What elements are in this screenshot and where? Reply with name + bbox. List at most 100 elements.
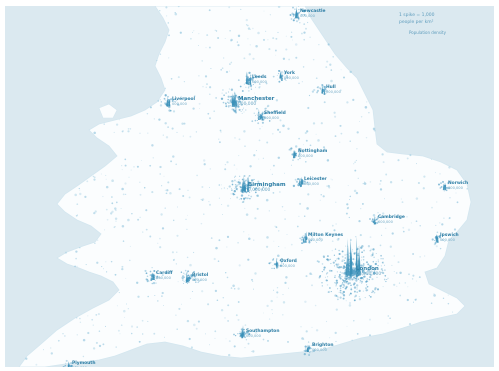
city-cluster-dot: [362, 258, 365, 261]
city-name-label[interactable]: Liverpool: [172, 96, 195, 102]
city-cluster-dot: [385, 280, 387, 283]
population-map[interactable]: Newcastle000,000Leeds000,000York000,000H…: [5, 6, 494, 367]
settlement-dot: [215, 246, 218, 250]
settlement-dot: [220, 68, 223, 71]
city-name-label[interactable]: Sheffield: [264, 110, 286, 116]
city-name-label[interactable]: Milton Keynes: [308, 232, 343, 238]
city-name-label[interactable]: Brighton: [312, 342, 334, 348]
settlement-dot: [111, 179, 114, 182]
settlement-dot: [303, 31, 306, 34]
settlement-dot: [359, 282, 361, 283]
settlement-dot: [127, 130, 130, 133]
city-name-label[interactable]: Oxford: [280, 258, 297, 264]
settlement-dot: [183, 80, 186, 83]
settlement-dot: [312, 58, 315, 61]
city-name-label[interactable]: Southampton: [246, 328, 279, 334]
city-cluster-dot: [234, 194, 236, 196]
spike-mark: [232, 94, 234, 105]
city-cluster-dot: [338, 249, 340, 252]
settlement-dot: [131, 213, 133, 215]
city-name-label[interactable]: Hull: [326, 84, 336, 90]
city-cluster-dot: [353, 268, 356, 271]
city-cluster-dot: [335, 294, 338, 297]
city-cluster-dot: [342, 272, 344, 274]
city-cluster-dot: [350, 288, 353, 291]
spike-mark: [301, 178, 304, 185]
city-cluster-dot: [156, 275, 159, 278]
settlement-dot: [155, 282, 157, 285]
city-name-label[interactable]: Birmingham: [248, 182, 286, 188]
city-population-label: 0,000,000: [248, 187, 271, 193]
city-cluster-dot: [434, 242, 437, 244]
city-cluster-dot: [339, 273, 341, 275]
settlement-dot: [340, 132, 343, 135]
spike-mark: [300, 176, 303, 185]
settlement-dot: [393, 283, 396, 286]
city-name-label[interactable]: Leicester: [304, 176, 328, 182]
city-cluster-dot: [311, 236, 313, 238]
settlement-dot: [269, 14, 271, 16]
city-name-label[interactable]: Plymouth: [72, 360, 96, 366]
city-cluster-dot: [354, 271, 356, 273]
city-cluster-dot: [289, 148, 292, 151]
settlement-dot: [221, 203, 223, 205]
city-name-label[interactable]: Cambridge: [378, 214, 405, 220]
city-name-label[interactable]: Norwich: [448, 180, 468, 186]
city-cluster-dot: [242, 201, 245, 203]
settlement-dot: [229, 29, 231, 32]
settlement-dot: [79, 192, 82, 196]
city-cluster-dot: [192, 279, 194, 281]
settlement-dot: [75, 316, 78, 319]
city-population-label: 000,000: [72, 366, 88, 367]
city-name-label[interactable]: Leeds: [252, 74, 267, 80]
settlement-dot: [170, 160, 173, 163]
settlement-dot: [76, 203, 79, 206]
city-name-label[interactable]: London: [356, 266, 379, 272]
city-cluster-dot: [309, 351, 311, 353]
city-cluster-dot: [336, 281, 339, 284]
population-spikes: [67, 6, 447, 367]
settlement-dot: [302, 144, 304, 146]
city-name-label[interactable]: Manchester: [238, 96, 275, 102]
city-cluster-dot: [348, 282, 350, 285]
city-cluster-dot: [253, 179, 255, 181]
city-name-label[interactable]: Cardiff: [156, 270, 173, 276]
spike-mark: [168, 99, 170, 107]
settlement-dot: [137, 295, 140, 298]
settlement-dot: [175, 263, 177, 265]
city-cluster-dot: [226, 188, 228, 190]
settlement-dot: [443, 217, 445, 219]
settlement-dot: [124, 182, 127, 185]
city-cluster-dot: [323, 268, 325, 271]
settlement-dot: [265, 107, 267, 110]
city-cluster-dot: [344, 269, 346, 271]
city-cluster-dot: [302, 9, 306, 12]
city-cluster-dot: [378, 215, 380, 217]
settlement-dot: [278, 230, 280, 232]
settlement-dot: [265, 82, 268, 85]
city-name-label[interactable]: Ipswich: [440, 232, 459, 238]
settlement-dot: [153, 118, 155, 120]
settlement-dot: [124, 158, 127, 161]
settlement-dot: [186, 228, 188, 231]
city-cluster-dot: [245, 179, 247, 182]
settlement-dot: [172, 110, 176, 113]
settlement-dot: [353, 320, 355, 322]
settlement-dot: [419, 256, 421, 258]
city-cluster-dot: [380, 268, 383, 271]
city-name-label[interactable]: York: [283, 70, 295, 76]
city-name-label[interactable]: Nottingham: [298, 148, 328, 154]
city-name-label[interactable]: Bristol: [192, 272, 209, 278]
settlement-dot: [410, 222, 412, 224]
city-cluster-dot: [198, 280, 200, 282]
settlement-dot: [323, 101, 326, 104]
settlement-dot: [205, 86, 207, 89]
settlement-dot: [334, 135, 337, 138]
settlement-dot: [306, 207, 309, 210]
settlement-dot: [193, 30, 195, 32]
settlement-dot: [57, 339, 60, 342]
city-cluster-dot: [347, 282, 350, 285]
city-cluster-dot: [333, 265, 335, 267]
city-name-label[interactable]: Newcastle: [300, 8, 325, 14]
settlement-dot: [178, 188, 181, 191]
